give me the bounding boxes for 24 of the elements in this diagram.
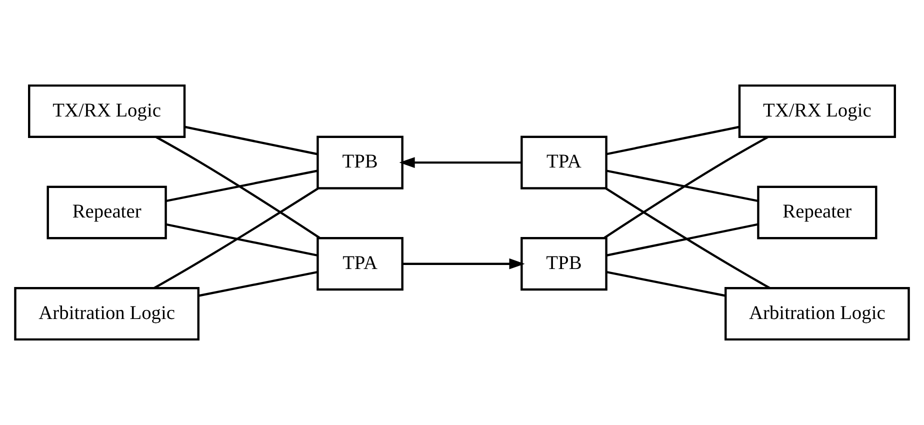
node-box: TX/RX Logic bbox=[738, 84, 896, 138]
connector bbox=[166, 170, 318, 202]
connector bbox=[606, 126, 740, 156]
connector bbox=[184, 126, 318, 156]
connector bbox=[606, 223, 758, 256]
node-box: TPA bbox=[316, 237, 404, 291]
connector bbox=[606, 270, 726, 297]
node-box: TPA bbox=[520, 136, 608, 190]
connector bbox=[604, 136, 768, 239]
node-box: Arbitration Logic bbox=[14, 287, 200, 341]
connector bbox=[154, 188, 319, 289]
node-box: TX/RX Logic bbox=[28, 84, 186, 138]
node-box: Arbitration Logic bbox=[724, 287, 910, 341]
connector bbox=[156, 136, 320, 239]
connector bbox=[606, 170, 758, 202]
arrow bbox=[402, 258, 525, 270]
arrow bbox=[399, 157, 522, 168]
node-box: Repeater bbox=[757, 186, 878, 240]
connector bbox=[198, 270, 318, 297]
node-box: Repeater bbox=[46, 186, 167, 240]
connector bbox=[605, 188, 770, 289]
node-box: TPB bbox=[520, 237, 608, 291]
node-box: TPB bbox=[316, 136, 404, 190]
connector bbox=[166, 223, 318, 257]
